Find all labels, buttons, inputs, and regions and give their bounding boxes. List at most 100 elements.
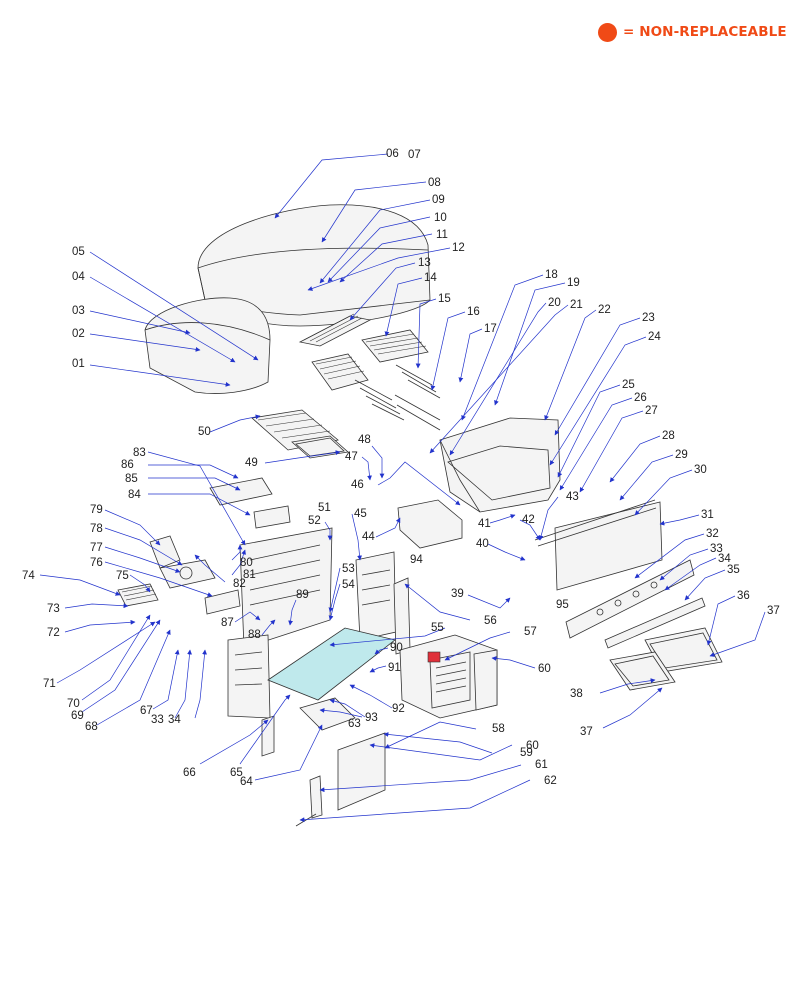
leader-lines bbox=[39, 153, 766, 823]
part-label-33-lower: 33 bbox=[151, 714, 164, 726]
part-label-19: 19 bbox=[567, 277, 580, 289]
part-label-79: 79 bbox=[90, 504, 103, 516]
part-label-15: 15 bbox=[438, 293, 451, 305]
part-label-11: 11 bbox=[436, 229, 448, 241]
part-label-45: 45 bbox=[354, 508, 367, 520]
part-label-07: 07 bbox=[408, 149, 421, 161]
part-label-47: 47 bbox=[345, 451, 358, 463]
part-label-23: 23 bbox=[642, 312, 655, 324]
part-label-08: 08 bbox=[428, 177, 441, 189]
part-label-34-upper: 34 bbox=[718, 553, 731, 565]
part-label-49: 49 bbox=[245, 457, 258, 469]
part-label-70: 70 bbox=[67, 698, 80, 710]
part-label-12: 12 bbox=[452, 242, 465, 254]
part-label-26: 26 bbox=[634, 392, 647, 404]
part-label-25: 25 bbox=[622, 379, 635, 391]
part-label-44: 44 bbox=[362, 531, 375, 543]
part-label-64: 64 bbox=[240, 776, 253, 788]
part-label-42: 42 bbox=[522, 514, 535, 526]
part-label-48: 48 bbox=[358, 434, 371, 446]
part-label-41: 41 bbox=[478, 518, 491, 530]
part-label-43: 43 bbox=[566, 491, 579, 503]
part-label-22: 22 bbox=[598, 304, 611, 316]
part-label-61: 61 bbox=[535, 759, 548, 771]
part-label-02: 02 bbox=[72, 328, 85, 340]
part-label-32: 32 bbox=[706, 528, 719, 540]
part-label-77: 77 bbox=[90, 542, 103, 554]
part-label-91: 91 bbox=[388, 662, 401, 674]
part-label-54: 54 bbox=[342, 579, 355, 591]
part-label-71: 71 bbox=[43, 678, 56, 690]
part-label-35: 35 bbox=[727, 564, 740, 576]
part-label-37-lower: 37 bbox=[580, 726, 593, 738]
part-label-80: 80 bbox=[240, 557, 253, 569]
part-label-82: 82 bbox=[233, 578, 246, 590]
part-label-29: 29 bbox=[675, 449, 688, 461]
part-label-66: 66 bbox=[183, 767, 196, 779]
part-label-37-upper: 37 bbox=[767, 605, 780, 617]
part-label-93: 93 bbox=[365, 712, 378, 724]
part-label-51: 51 bbox=[318, 502, 331, 514]
part-label-55: 55 bbox=[431, 622, 444, 634]
part-label-24: 24 bbox=[648, 331, 661, 343]
part-label-13: 13 bbox=[418, 257, 431, 269]
part-label-38: 38 bbox=[570, 688, 583, 700]
part-label-31: 31 bbox=[701, 509, 714, 521]
part-label-36: 36 bbox=[737, 590, 750, 602]
part-label-62: 62 bbox=[544, 775, 557, 787]
part-label-57: 57 bbox=[524, 626, 537, 638]
part-label-75: 75 bbox=[116, 570, 129, 582]
part-label-56: 56 bbox=[484, 615, 497, 627]
part-label-60-upper: 60 bbox=[538, 663, 551, 675]
part-label-53: 53 bbox=[342, 563, 355, 575]
legend-text: = NON-REPLACEABLE bbox=[623, 24, 787, 40]
part-label-28: 28 bbox=[662, 430, 675, 442]
part-label-01: 01 bbox=[72, 358, 85, 370]
part-label-05: 05 bbox=[72, 246, 85, 258]
part-label-14: 14 bbox=[424, 272, 437, 284]
part-label-09: 09 bbox=[432, 194, 445, 206]
part-label-33-upper: 33 bbox=[710, 543, 723, 555]
part-label-76: 76 bbox=[90, 557, 103, 569]
part-label-86: 86 bbox=[121, 459, 134, 471]
part-label-95: 95 bbox=[556, 599, 569, 611]
non-replaceable-marker-icon bbox=[598, 22, 617, 42]
part-drawings bbox=[117, 204, 723, 827]
part-label-89: 89 bbox=[296, 589, 309, 601]
part-label-78: 78 bbox=[90, 523, 103, 535]
part-label-20: 20 bbox=[548, 297, 561, 309]
part-label-92: 92 bbox=[392, 703, 405, 715]
part-label-30: 30 bbox=[694, 464, 707, 476]
part-label-40: 40 bbox=[476, 538, 489, 550]
part-label-60-lower: 60 bbox=[526, 740, 539, 752]
part-label-18: 18 bbox=[545, 269, 558, 281]
part-number-labels: 01 02 03 04 05 06 07 08 09 10 11 12 13 1… bbox=[22, 148, 780, 788]
part-label-59: 59 bbox=[520, 747, 533, 759]
part-label-74: 74 bbox=[22, 570, 35, 582]
part-label-52: 52 bbox=[308, 515, 321, 527]
part-label-87: 87 bbox=[221, 617, 234, 629]
part-label-94: 94 bbox=[410, 554, 423, 566]
part-label-68: 68 bbox=[85, 721, 98, 733]
part-label-90: 90 bbox=[390, 642, 403, 654]
part-label-81: 81 bbox=[243, 569, 256, 581]
part-label-27: 27 bbox=[645, 405, 658, 417]
part-label-88: 88 bbox=[248, 629, 261, 641]
part-label-17: 17 bbox=[484, 323, 497, 335]
part-label-04: 04 bbox=[72, 271, 85, 283]
part-label-63: 63 bbox=[348, 718, 361, 730]
part-label-10: 10 bbox=[434, 212, 447, 224]
part-label-50: 50 bbox=[198, 426, 211, 438]
part-label-84: 84 bbox=[128, 489, 141, 501]
part-label-72: 72 bbox=[47, 627, 60, 639]
part-label-06: 06 bbox=[386, 148, 399, 160]
part-label-83: 83 bbox=[133, 447, 146, 459]
part-label-73: 73 bbox=[47, 603, 60, 615]
part-label-39: 39 bbox=[451, 588, 464, 600]
part-label-58: 58 bbox=[492, 723, 505, 735]
part-label-46: 46 bbox=[351, 479, 364, 491]
part-label-67: 67 bbox=[140, 705, 153, 717]
part-label-34-lower: 34 bbox=[168, 714, 181, 726]
part-label-16: 16 bbox=[467, 306, 480, 318]
